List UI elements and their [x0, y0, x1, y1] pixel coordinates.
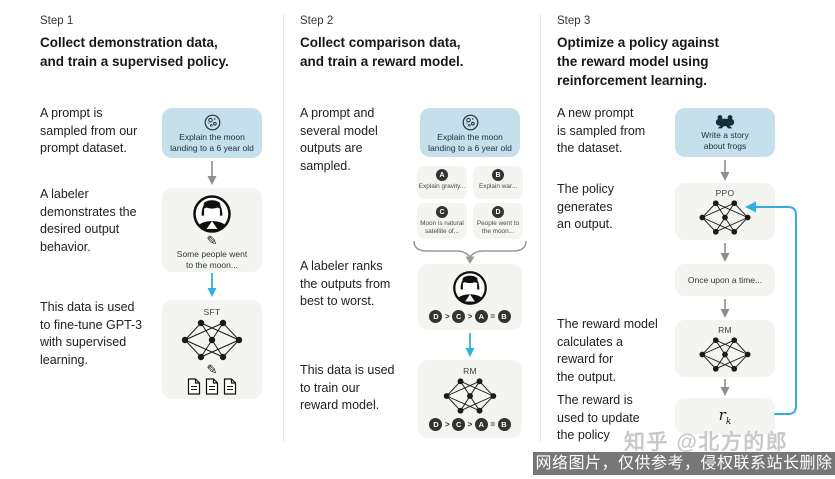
column-divider	[540, 14, 541, 442]
watermark: 知乎 @北方的郎	[624, 431, 789, 454]
step3-reward-card: rk	[675, 398, 775, 434]
brace-arrow-icon	[413, 240, 527, 264]
step2-prompt-text: A prompt and several model outputs are s…	[300, 106, 378, 173]
neural-network-icon	[181, 319, 243, 361]
step3-title: Optimize a policy against the reward mod…	[557, 35, 720, 88]
neural-network-icon	[699, 200, 751, 235]
option-chip: A	[436, 169, 448, 181]
arrow-down-icon	[207, 161, 217, 185]
option-text: Explain war...	[478, 183, 517, 190]
step3-output-card: Once upon a time...	[675, 264, 775, 296]
step1-title: Collect demonstration data, and train a …	[40, 35, 229, 69]
option-card-b: B Explain war...	[473, 166, 523, 199]
moon-icon	[462, 114, 478, 131]
step3-prompt-text: A new prompt is sampled from the dataset…	[557, 106, 646, 155]
arrow-down-cyan-icon	[465, 333, 475, 357]
arrow-down-icon	[720, 299, 730, 318]
step2-title: Collect comparison data, and train a rew…	[300, 35, 464, 69]
step2-prompt-card-text: Explain the moon landing to a 6 year old	[428, 132, 512, 153]
step1-prompt-card-text: Explain the moon landing to a 6 year old	[170, 132, 254, 153]
step1-label: Step 1	[40, 15, 74, 27]
step2-prompt-card: Explain the moon landing to a 6 year old	[420, 108, 520, 157]
feedback-loop-arrow-icon	[745, 201, 797, 415]
option-text: People went to the moon...	[476, 220, 520, 235]
step3-prompt-card-text: Write a story about frogs	[701, 130, 749, 151]
rank-chip: B	[497, 310, 511, 323]
sft-label: SFT	[203, 307, 221, 317]
bottom-banner: 网络图片，仅供参考，侵权联系站长删除	[533, 452, 835, 475]
neural-network-icon	[699, 337, 751, 372]
step3-output-card-text: Once upon a time...	[687, 274, 763, 285]
step2-label: Step 2	[300, 15, 334, 27]
step3-policy-text: The policy generates an output.	[557, 182, 614, 231]
step2-rank-text: A labeler ranks the outputs from best to…	[300, 259, 391, 308]
arrow-down-icon	[720, 243, 730, 262]
documents-row	[187, 378, 237, 395]
step1-labeler-text: A labeler demonstrates the desired outpu…	[40, 187, 137, 254]
frog-icon	[715, 115, 735, 129]
rank-chip: C	[452, 418, 466, 431]
ppo-label: PPO	[715, 188, 735, 198]
option-card-a: A Explain gravity...	[417, 166, 467, 199]
rank-chip: B	[497, 418, 511, 431]
pencil-icon: ✎	[206, 233, 218, 248]
ranking-chips: D > C > A = B	[429, 418, 511, 431]
option-text: Explain gravity...	[418, 183, 466, 190]
rank-chip: C	[452, 310, 466, 323]
step3-prompt-card: Write a story about frogs	[675, 108, 775, 157]
option-card-d: D People went to the moon...	[473, 203, 523, 239]
labeler-avatar-icon	[193, 195, 231, 233]
arrow-down-icon	[720, 160, 730, 181]
moon-icon	[204, 114, 220, 131]
option-card-c: C Moon is natural satellite of...	[417, 203, 467, 239]
rank-separator: =	[490, 420, 495, 429]
step2-ranking-card: D > C > A = B	[418, 264, 522, 330]
step2-train-text: This data is used to train our reward mo…	[300, 363, 395, 412]
step3-update-text: The reward is used to update the policy	[557, 393, 640, 442]
column-divider	[283, 14, 284, 442]
rm-label: RM	[463, 366, 477, 376]
neural-network-icon	[443, 378, 497, 414]
step1-prompt-card: Explain the moon landing to a 6 year old	[162, 108, 262, 158]
rank-separator: >	[444, 312, 450, 321]
option-chip: C	[436, 206, 448, 218]
option-chip: B	[492, 169, 504, 181]
rank-chip: A	[474, 310, 488, 323]
step1-finetune-text: This data is used to fine-tune GPT-3 wit…	[40, 300, 143, 367]
step3-reward-text: The reward model calculates a reward for…	[557, 317, 658, 384]
rank-chip: D	[429, 310, 443, 323]
rank-chip: A	[474, 418, 488, 431]
step1-prompt-text: A prompt is sampled from our prompt data…	[40, 106, 138, 155]
rank-separator: >	[467, 420, 473, 429]
rank-chip: D	[429, 418, 443, 431]
rm-label: RM	[718, 325, 732, 335]
rank-separator: >	[444, 420, 450, 429]
rank-separator: >	[467, 312, 473, 321]
step2-rm-card: RM D > C > A = B	[418, 360, 522, 438]
step3-ppo-card: PPO	[675, 183, 775, 240]
labeler-avatar-icon	[453, 271, 487, 305]
ranking-chips: D > C > A = B	[429, 310, 511, 323]
arrow-down-cyan-icon	[207, 273, 217, 297]
step1-labeler-card: ✎ Some people went to the moon...	[162, 188, 262, 272]
document-icon	[187, 378, 201, 395]
arrow-down-icon	[720, 379, 730, 396]
rank-separator: =	[490, 312, 495, 321]
document-icon	[205, 378, 219, 395]
option-chip: D	[492, 206, 504, 218]
pencil-icon: ✎	[206, 362, 218, 377]
step3-rm-card: RM	[675, 320, 775, 377]
step1-labeler-card-text: Some people went to the moon...	[176, 249, 248, 270]
option-text: Moon is natural satellite of...	[420, 220, 464, 235]
document-icon	[223, 378, 237, 395]
step1-sft-card: SFT ✎	[162, 300, 262, 399]
reward-value: rk	[718, 405, 732, 427]
step3-label: Step 3	[557, 15, 591, 27]
